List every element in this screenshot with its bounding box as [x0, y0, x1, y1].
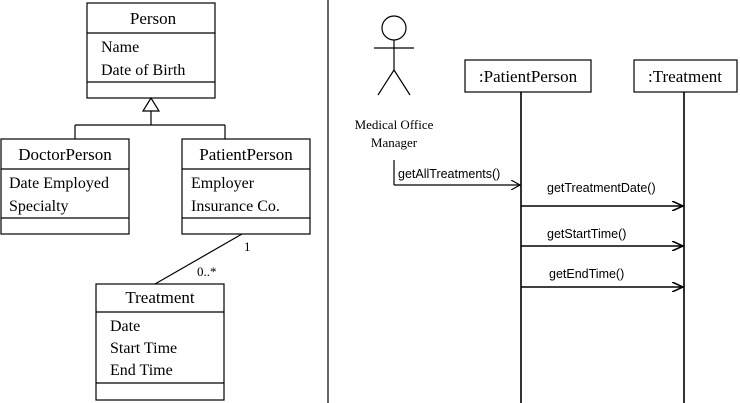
class-treatment[interactable]: Treatment Date Start Time End Time [95, 283, 225, 401]
message-get-start-time[interactable]: getStartTime() [521, 227, 683, 246]
class-person-name: Person [130, 9, 177, 28]
actor-stick-figure-icon[interactable] [374, 15, 414, 96]
class-treatment-name: Treatment [125, 288, 195, 307]
multiplicity-treatment: 0..* [197, 264, 217, 279]
class-person[interactable]: Person Name Date of Birth [86, 2, 216, 99]
message-label: getTreatmentDate() [547, 181, 656, 195]
multiplicity-patient: 1 [244, 239, 251, 254]
lifeline-treatment-label: :Treatment [648, 67, 722, 86]
message-get-treatment-date[interactable]: getTreatmentDate() [521, 181, 683, 206]
message-label: getEndTime() [549, 267, 624, 281]
class-person-attribute: Date of Birth [101, 62, 185, 79]
class-doctor-person[interactable]: DoctorPerson Date Employed Specialty [0, 138, 130, 235]
association-patient-treatment: 1 0..* [154, 233, 251, 285]
lifeline-treatment[interactable]: :Treatment [633, 59, 738, 403]
message-get-end-time[interactable]: getEndTime() [521, 267, 683, 287]
class-doctor-person-attribute: Date Employed [9, 175, 109, 192]
message-label: getAllTreatments() [398, 167, 500, 181]
class-treatment-attribute: Start Time [110, 340, 177, 357]
class-patient-person-name: PatientPerson [199, 145, 293, 164]
lifeline-patient-person[interactable]: :PatientPerson [464, 59, 592, 403]
class-person-attribute: Name [101, 39, 139, 56]
message-get-all-treatments[interactable]: getAllTreatments() [394, 167, 520, 185]
class-treatment-attribute: End Time [110, 362, 173, 379]
class-patient-person-attribute: Employer [191, 175, 255, 192]
class-patient-person-attribute: Insurance Co. [191, 198, 280, 215]
message-label: getStartTime() [547, 227, 626, 241]
class-doctor-person-name: DoctorPerson [18, 145, 112, 164]
lifeline-patient-person-label: :PatientPerson [479, 67, 578, 86]
class-patient-person[interactable]: PatientPerson Employer Insurance Co. [181, 138, 311, 235]
actor-label: Manager [371, 135, 418, 150]
class-treatment-attribute: Date [110, 318, 140, 335]
generalization-connector [74, 96, 226, 139]
class-doctor-person-attribute: Specialty [9, 198, 69, 215]
inheritance-triangle-icon [141, 96, 161, 112]
actor-label: Medical Office [355, 117, 434, 132]
